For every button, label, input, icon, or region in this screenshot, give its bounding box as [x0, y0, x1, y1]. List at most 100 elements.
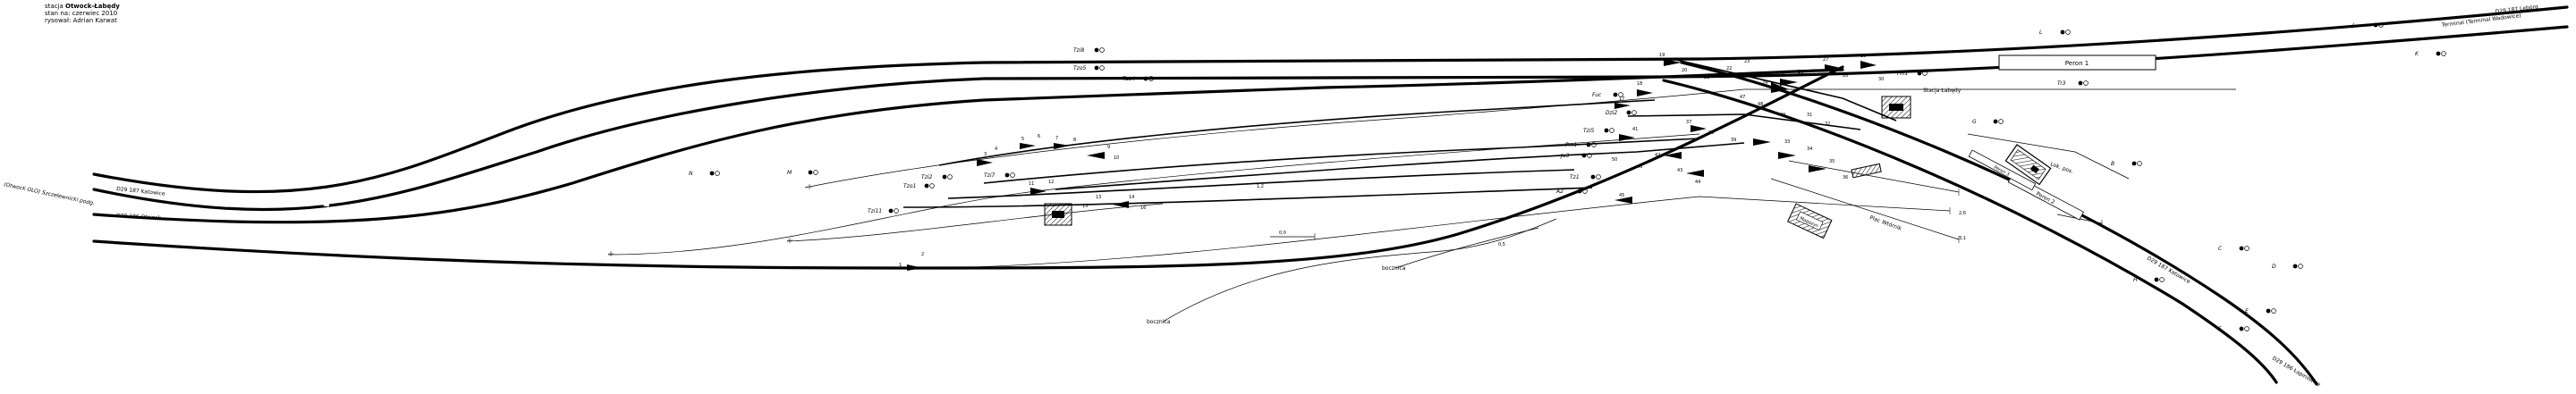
siding-loco: [1967, 133, 2130, 180]
km-marker: 0,0: [1279, 231, 1286, 236]
svg-text:K: K: [2415, 51, 2419, 57]
siding-bocznica-1: [1162, 218, 1557, 323]
station-track-a: [938, 99, 1656, 166]
switch-number-17: 17: [1619, 96, 1624, 102]
switch-number-7: 7: [1055, 136, 1058, 141]
main-track-top: [92, 5, 2569, 194]
signal-tzi2: Tzi2: [921, 174, 953, 180]
svg-text:Tzo1: Tzo1: [903, 183, 916, 189]
switch-number-29: 29: [1860, 54, 1866, 59]
switch-number-30: 30: [1878, 77, 1884, 82]
right-track-2-label: D29 187 Katowice: [2146, 256, 2191, 286]
header-line-1: stacja Otwock-Łabędy: [45, 3, 120, 10]
svg-text:C: C: [2218, 246, 2223, 252]
siding-bocznica-2: [1394, 227, 1539, 269]
buffer-stops: [608, 184, 2103, 256]
switch-number-40: 40: [1753, 141, 1758, 147]
signal-l: L: [2039, 29, 2071, 36]
switch-number-47: 47: [1740, 95, 1745, 100]
switch-number-43: 43: [1677, 168, 1682, 173]
station-track-e: [1055, 142, 1745, 190]
switch-number-23: 23: [1744, 59, 1750, 64]
loco-label: Lok. pos.: [2049, 161, 2074, 175]
svg-text:Pm1: Pm1: [1565, 142, 1577, 148]
switch-number-25: 25: [1780, 72, 1785, 78]
switch-number-15: 15: [1082, 204, 1088, 209]
svg-text:N: N: [689, 171, 693, 177]
header-prefix: stacja: [45, 3, 64, 10]
switch-number-18: 18: [1637, 81, 1642, 87]
signal-m: M: [787, 170, 818, 176]
signal-k: K: [2415, 51, 2446, 57]
switch-number-11: 11: [1029, 181, 1034, 187]
signal-tzo4: Tzo4: [1123, 76, 1154, 82]
station-track-d: [902, 187, 1593, 208]
switch-number-36: 36: [1843, 175, 1848, 180]
switch-number-19: 19: [1659, 53, 1665, 58]
switch-number-24: 24: [1762, 80, 1767, 86]
thin-track-6: [1770, 178, 1960, 240]
main-track-second: [92, 25, 2569, 212]
switch-number-20: 20: [1682, 68, 1687, 73]
track-break-marks: [303, 37, 2340, 249]
signal-tzi8: Tzi8: [1073, 47, 1105, 54]
magazyn-building: Magazyn: [1787, 203, 1833, 239]
svg-text:B: B: [2111, 161, 2114, 167]
signal-n: N: [689, 171, 720, 177]
thin-track-2: [607, 133, 1700, 256]
switch-number-16: 16: [1140, 205, 1146, 211]
bocznica-label-1: bocznica: [1147, 319, 1171, 325]
switch-number-5: 5: [1021, 137, 1024, 142]
svg-text:E: E: [2245, 308, 2249, 314]
switch-number-3: 3: [984, 152, 987, 157]
signal-tzi7: Tzi7: [984, 172, 1015, 179]
diagram-header: stacja Otwock-Łabędy stan na: czerwiec 2…: [45, 3, 120, 24]
bocznica-label-2: bocznica: [1382, 265, 1406, 272]
platform-1: [1998, 54, 2157, 71]
switch-number-31: 31: [1807, 113, 1812, 118]
signal-j: J: [2351, 22, 2384, 29]
thin-track-4: [938, 196, 1951, 269]
switch-number-1: 1: [899, 263, 902, 268]
switch-number-28: 28: [1843, 73, 1848, 79]
switch-number-12: 12: [1048, 180, 1054, 185]
switch-number-26: 26: [1798, 70, 1803, 75]
switch-number-48: 48: [1758, 102, 1763, 107]
signal-labels: Tzi8Tzo4Tzo5Tzo1Tzi2Tzi11Tzi7FucDzi2Tzi5…: [689, 22, 2446, 332]
signal-ju3: Ju3: [1560, 153, 1592, 159]
direction-right-bottom: Stacja Łabędy: [1923, 88, 1962, 94]
main-track-third: [92, 68, 1844, 224]
thin-track-5: [1788, 160, 1960, 193]
km-marker: 3,1: [1959, 236, 1966, 241]
svg-text:Tzo5: Tzo5: [1073, 65, 1086, 71]
direction-left: (Otwock OLO) Szczelewnicki podg.: [4, 181, 96, 206]
small-shed: [1851, 163, 1882, 179]
signal-fuc: Fuc: [1592, 92, 1623, 98]
platform-1-label: Peron 1: [2065, 60, 2089, 67]
svg-text:Dzi2: Dzi2: [1606, 110, 1617, 116]
diagonal-main-1: [1680, 61, 2318, 386]
signal-tzo1: Tzo1: [903, 183, 935, 189]
km-marker: 0,5: [1498, 242, 1505, 247]
svg-text:Tzi5: Tzi5: [1583, 128, 1594, 134]
switch-number-41: 41: [1632, 127, 1638, 132]
signal-tzo5: Tzo5: [1073, 65, 1105, 71]
switch-number-35: 35: [1829, 159, 1835, 164]
svg-text:Tzo4: Tzo4: [1123, 76, 1135, 82]
switch-number-27: 27: [1823, 57, 1828, 63]
left-track-2-label: D29 186 Otwock: [116, 213, 162, 222]
station-name: Otwock-Łabędy: [65, 3, 120, 10]
station-track-b: [983, 138, 1700, 184]
switch-number-38: 38: [1708, 130, 1714, 136]
svg-text:Ju3: Ju3: [1560, 153, 1570, 159]
svg-text:G: G: [1972, 119, 1977, 125]
switch-number-44: 44: [1695, 180, 1700, 185]
switch-number-45: 45: [1619, 193, 1624, 198]
svg-text:M: M: [787, 170, 792, 176]
thin-track-3: [786, 203, 1164, 242]
switch-number-42: 42: [1655, 153, 1660, 158]
switch-number-50: 50: [1612, 157, 1617, 163]
signal-d: D: [2272, 264, 2303, 270]
